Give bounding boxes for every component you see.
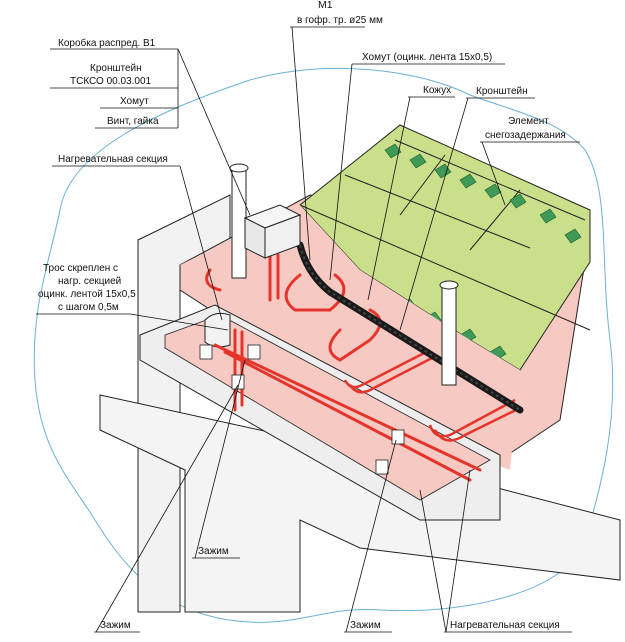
leader-line	[345, 439, 397, 633]
roof-seam	[344, 174, 531, 249]
label-heating-section-top: Нагревательная секция	[58, 154, 168, 165]
leader-line	[291, 26, 311, 261]
label-bracket-1: Кронштейн	[90, 63, 142, 74]
label-heating-section-bottom: Нагревательная секция	[450, 620, 560, 631]
downpipe	[204, 312, 231, 348]
heating-cable	[205, 253, 482, 482]
label-junction-box: Коробка распред. В1	[58, 37, 156, 49]
label-m1-sub: в гофр. тр. ø25 мм	[297, 14, 383, 26]
label-cable-fixed-1: Трос скреплен с	[43, 263, 118, 274]
leader-line	[179, 165, 223, 321]
leader-line	[95, 384, 239, 633]
label-cable-fixed-2: нагр. секцией	[58, 276, 121, 287]
leader-line	[194, 359, 246, 559]
leader-line	[129, 313, 229, 331]
label-clip-2: Зажим	[100, 620, 131, 631]
label-clamp-tape: Хомут (оцинк. лента 15х0,5)	[362, 52, 492, 63]
leader-line	[177, 48, 251, 216]
junction-box	[243, 204, 302, 259]
cable-loops	[343, 348, 521, 442]
label-screw-nut: Винт, гайка	[107, 116, 159, 127]
label-cable-fixed-4: с шагом 0,5м	[58, 302, 119, 313]
label-snow-element-1: Элемент	[508, 116, 549, 127]
leader-line	[329, 63, 353, 281]
leader-line	[481, 141, 506, 206]
leader-line	[445, 469, 471, 633]
label-cable-fixed-3: оцинк. лентой 15х0,5	[38, 289, 136, 300]
clip	[199, 344, 405, 475]
label-casing: Кожух	[423, 85, 451, 96]
label-clip-1: Зажим	[198, 546, 229, 557]
label-bracket-code: ТСКСО 00.03.001	[70, 76, 152, 87]
roof-seam	[399, 154, 446, 216]
label-m1-title: М1	[318, 0, 333, 11]
leader-line	[367, 96, 411, 301]
heated-zone	[180, 205, 520, 470]
roof-seam	[299, 204, 591, 331]
label-snow-element-2: снегозадержания	[485, 130, 566, 141]
label-bracket-2: Кронштейн	[476, 86, 528, 97]
label-clamp: Хомут	[120, 96, 149, 107]
post	[229, 163, 459, 386]
label-clip-3: Зажим	[350, 620, 381, 631]
roof-seam	[394, 139, 586, 221]
leader-line	[419, 489, 447, 633]
leader-line	[399, 97, 469, 331]
